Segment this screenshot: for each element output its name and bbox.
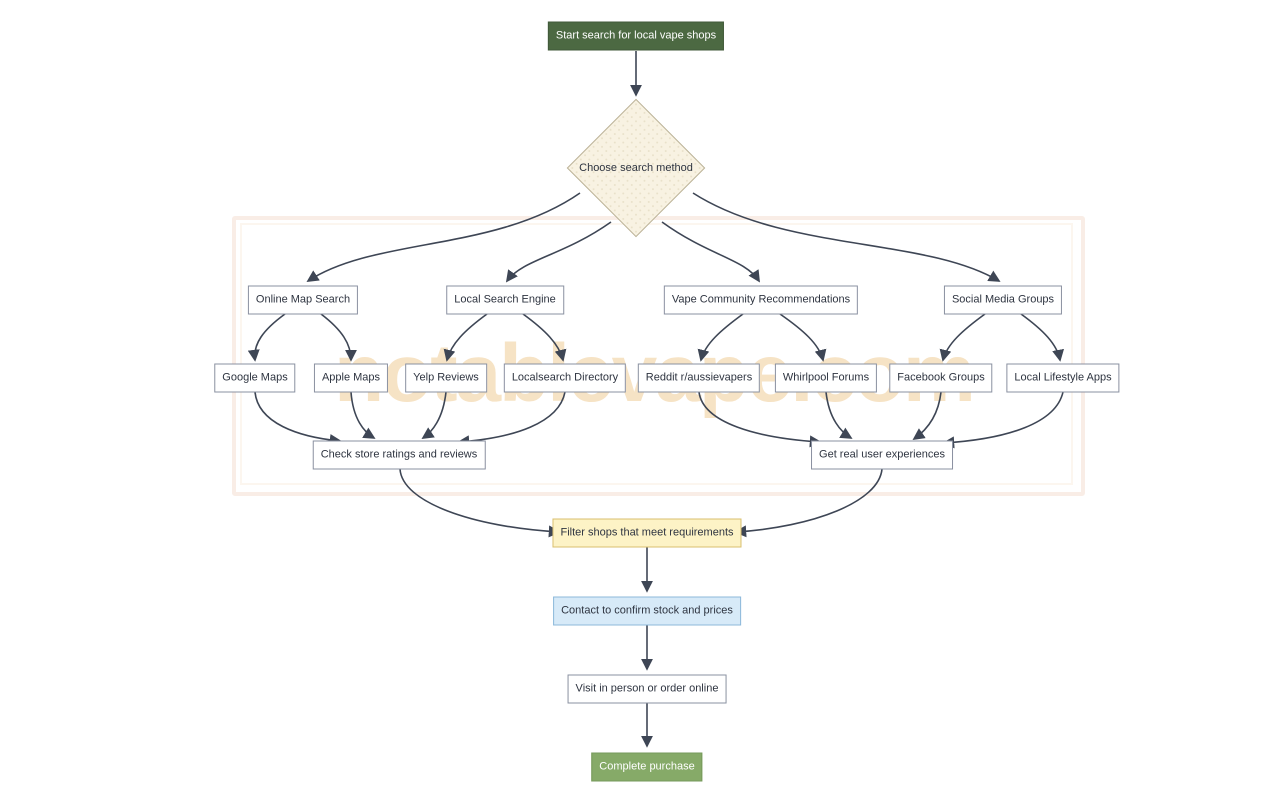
node-local-search-engine: Local Search Engine xyxy=(446,285,564,315)
edge-vape-reddit xyxy=(697,313,744,362)
node-choose-search-method: Choose search method xyxy=(579,162,693,174)
node-apple-maps: Apple Maps xyxy=(313,363,389,393)
node-google-maps: Google Maps xyxy=(214,363,296,393)
edge-directory-checkratings xyxy=(457,391,566,448)
node-yelp-reviews: Yelp Reviews xyxy=(405,363,487,393)
node-whirlpool-forums: Whirlpool Forums xyxy=(774,363,878,393)
edge-localsearch-directory xyxy=(522,313,567,362)
node-check-store-ratings: Check store ratings and reviews xyxy=(312,440,486,470)
node-localsearch-directory: Localsearch Directory xyxy=(503,363,627,393)
node-social-media-groups: Social Media Groups xyxy=(943,285,1063,315)
edge-onlinemap-applemaps xyxy=(320,313,357,362)
edge-facebook-experiences xyxy=(912,391,942,441)
edge-decision-social-media xyxy=(692,192,1001,282)
edge-social-facebook xyxy=(939,313,986,362)
node-vape-community-recommendations: Vape Community Recommendations xyxy=(663,285,859,315)
edge-whirlpool-experiences xyxy=(825,391,853,439)
node-filter-shops: Filter shops that meet requirements xyxy=(552,518,742,548)
node-local-lifestyle-apps: Local Lifestyle Apps xyxy=(1006,363,1120,393)
node-reddit-aussievapers: Reddit r/aussievapers xyxy=(637,363,761,393)
edge-social-lifestyle xyxy=(1020,313,1065,362)
node-online-map-search: Online Map Search xyxy=(247,285,359,315)
edge-experiences-filter xyxy=(734,468,883,538)
edge-reddit-experiences xyxy=(698,391,822,448)
edge-googlemaps-checkratings xyxy=(254,391,342,447)
edge-applemaps-checkratings xyxy=(350,391,376,439)
edge-onlinemap-googlemaps xyxy=(247,313,286,362)
edge-localsearch-yelp xyxy=(443,313,488,362)
edge-decision-vape-community xyxy=(661,221,760,283)
edge-lifestyle-experiences xyxy=(942,391,1064,449)
edge-vape-whirlpool xyxy=(779,313,827,362)
node-facebook-groups: Facebook Groups xyxy=(889,363,993,393)
node-contact-confirm: Contact to confirm stock and prices xyxy=(553,596,741,626)
edge-checkratings-filter xyxy=(399,468,561,538)
node-get-real-user-experiences: Get real user experiences xyxy=(811,440,953,470)
node-start-search: Start search for local vape shops xyxy=(547,21,725,51)
edge-decision-online-map xyxy=(306,192,581,282)
node-visit-or-order: Visit in person or order online xyxy=(567,674,727,704)
edge-decision-local-search xyxy=(505,221,612,283)
node-complete-purchase: Complete purchase xyxy=(591,752,703,782)
edge-yelp-checkratings xyxy=(421,391,447,439)
